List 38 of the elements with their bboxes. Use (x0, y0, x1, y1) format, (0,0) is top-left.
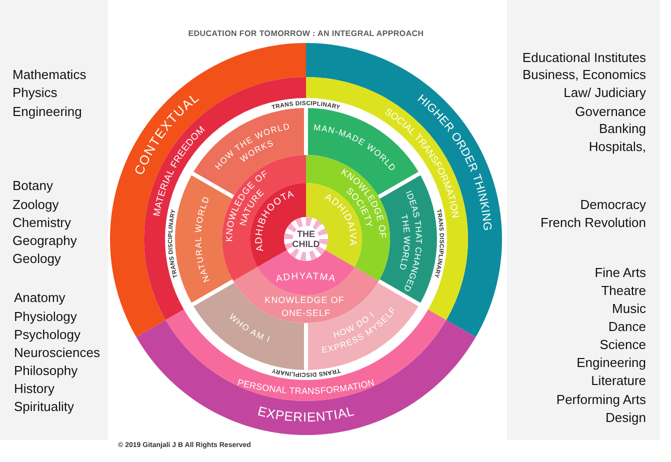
list-item: Governance (575, 104, 646, 120)
list-item: Mathematics (12, 67, 86, 83)
list-item: Literature (591, 373, 646, 389)
list-item: Theatre (601, 283, 646, 299)
list-item: Zoology (12, 197, 59, 213)
diagram-title: EDUCATION FOR TOMORROW : AN INTEGRAL APPROACH (188, 29, 424, 39)
list-item: Anatomy (14, 290, 66, 306)
list-item: Law/ Judiciary (564, 85, 646, 101)
list-item: Engineering (12, 104, 82, 120)
ring-segment (258, 250, 354, 295)
list-item: Fine Arts (594, 265, 646, 281)
list-item: Geography (12, 233, 77, 249)
list-item: Neurosciences (14, 345, 100, 361)
list-item: Spirituality (14, 399, 74, 415)
list-item: Banking (599, 121, 646, 137)
list-item: Music (612, 301, 646, 317)
list-item: Physics (12, 85, 58, 101)
list-item: French Revolution (540, 215, 646, 231)
list-item: Business, Economics (522, 67, 646, 83)
list-item: Psychology (14, 327, 80, 343)
list-item: Engineering (576, 355, 646, 371)
list-item: Physiology (14, 309, 77, 325)
list-item: Democracy (580, 197, 646, 213)
segment-label: ADHYATMA (275, 270, 337, 285)
list-item: Design (606, 410, 646, 426)
list-item: Philosophy (14, 363, 78, 379)
list-item: Dance (608, 319, 646, 335)
segment-label: KNOWLEDGE OF ONE-SELF (264, 295, 344, 318)
list-item: Geology (12, 251, 61, 267)
list-item: Botany (12, 178, 53, 194)
list-item: History (14, 381, 54, 397)
list-item: Science (600, 337, 646, 353)
list-item: Hospitals, (588, 139, 646, 155)
list-item: Educational Institutes (522, 50, 646, 66)
hub-label: THE CHILD (292, 229, 320, 249)
segment-label: EXPERIENTIAL (256, 403, 356, 425)
list-item: Chemistry (12, 215, 72, 231)
list-item: Performing Arts (556, 392, 646, 408)
